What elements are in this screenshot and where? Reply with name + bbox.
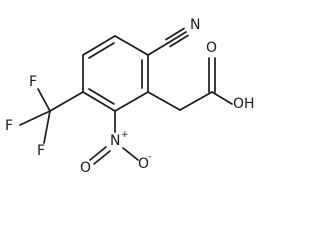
nitrile-n-label: N [190,17,200,33]
carboxymethyl-group: O OH [147,40,255,112]
benzene-ring [82,35,149,112]
triple-bond-line-1 [167,31,187,44]
nitro-o-left-label: O [80,160,91,176]
bond-cf3-to-f-bottom [43,110,51,144]
ring-bond-c6-c1 [114,35,149,56]
nitrile-group: N [147,17,200,56]
bond-cf3-to-f-left [19,110,51,126]
ring-double-c5-c6 [88,42,115,59]
bond-nitro-n-to-o-right [122,147,139,161]
chemical-structure: N O OH N + O - O F F F [5,17,255,176]
ring-bond-c3-c4 [82,91,116,112]
ring-bond-c5-c6 [82,35,116,56]
ring-bond-c2-c3 [114,91,149,112]
triple-bond-line-3 [169,34,189,48]
nitro-o-right-label: O [138,156,149,172]
trifluoromethyl-group: F F F [5,74,84,159]
fluorine-bottom-label: F [37,143,45,159]
bond-carboxyl-c-to-oh [211,91,233,105]
ring-double-c3-c4 [88,88,115,105]
fluorine-left-label: F [5,118,13,134]
triple-bond-line-2 [165,27,185,41]
nitro-double-bond-2 [93,150,111,165]
nitro-o-right-charge: - [148,152,151,162]
carboxyl-oh-label: OH [233,96,255,112]
bond-ring-to-nitrile-c [147,42,169,56]
nitro-n-charge: + [121,130,129,140]
bond-ring-to-cf3-c [49,91,84,112]
carbonyl-o-label: O [206,40,217,56]
nitro-double-bond-1 [89,146,107,161]
fluorine-top-label: F [29,74,37,90]
bond-ch2-to-carboxyl-c [179,91,213,111]
nitro-group: N + O - O [80,110,151,176]
bond-cf3-to-f-top [37,88,51,112]
bond-ring-to-ch2 [147,91,181,111]
nitro-n-label: N [110,133,120,149]
